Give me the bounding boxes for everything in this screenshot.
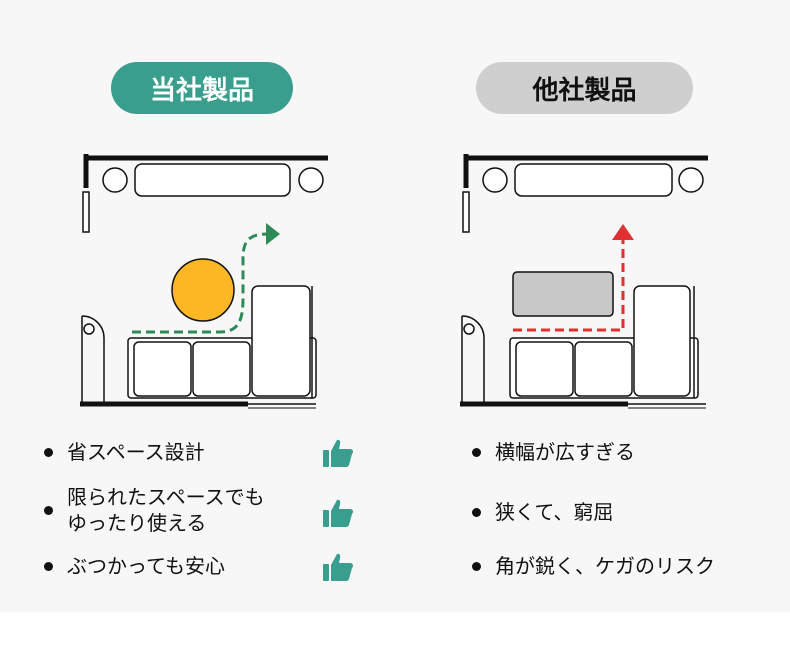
walk-path: [132, 232, 269, 334]
feature-text: ぶつかっても安心: [67, 554, 225, 578]
bullet: [472, 561, 481, 571]
sofa-chaise: [251, 285, 311, 397]
our-feature-2: 限られたスペースでも ゆったり使える: [44, 484, 265, 536]
other-feature-3: 角が鋭く、ケガのリスク: [472, 553, 715, 579]
sofa-seat-1: [515, 341, 574, 397]
bullet: [44, 561, 53, 571]
feature-text: 省スペース設計: [67, 440, 205, 464]
door-arc: [81, 315, 105, 406]
path-arrow: [266, 223, 280, 245]
feature-text: 限られたスペースでも: [67, 485, 265, 509]
sofa-seat-1: [133, 341, 192, 397]
bullet: [472, 507, 481, 517]
feature-text-line-2: ゆったり使える: [67, 511, 207, 535]
bullet: [44, 447, 53, 457]
other-feature-1: 横幅が広すぎる: [472, 439, 635, 465]
tv-stand: [134, 163, 291, 197]
speaker-right: [678, 167, 704, 193]
walk-path: [513, 240, 625, 332]
thumbs-up-icon: [323, 499, 354, 527]
thumbs-up-icon: [323, 439, 354, 467]
sofa-seat-2: [192, 341, 251, 397]
bullet: [472, 447, 481, 457]
our-product-floor-plan: [80, 154, 328, 409]
bullet: [44, 505, 53, 515]
speaker-right: [298, 167, 324, 193]
round-table: [171, 258, 235, 322]
sofa-chaise: [633, 285, 691, 397]
our-product-label: 当社製品: [111, 62, 293, 114]
our-feature-1: 省スペース設計: [44, 439, 205, 465]
window: [462, 191, 470, 233]
speaker-left: [482, 167, 508, 193]
door-knob: [463, 323, 475, 335]
feature-text: 角が鋭く、ケガのリスク: [495, 554, 715, 578]
door-arc: [461, 315, 485, 406]
feature-text: 狭くて、窮屈: [495, 500, 614, 524]
window: [82, 191, 90, 233]
feature-text: 横幅が広すぎる: [495, 440, 635, 464]
other-product-floor-plan: [460, 154, 708, 409]
our-feature-3: ぶつかっても安心: [44, 553, 225, 579]
other-feature-2: 狭くて、窮屈: [472, 499, 613, 525]
path-arrow: [612, 224, 634, 240]
other-product-label: 他社製品: [476, 62, 693, 114]
rectangular-table: [512, 271, 614, 317]
door-knob: [83, 323, 95, 335]
thumbs-up-icon: [323, 553, 354, 581]
sofa-seat-2: [574, 341, 633, 397]
tv-stand: [514, 163, 673, 197]
speaker-left: [102, 167, 128, 193]
